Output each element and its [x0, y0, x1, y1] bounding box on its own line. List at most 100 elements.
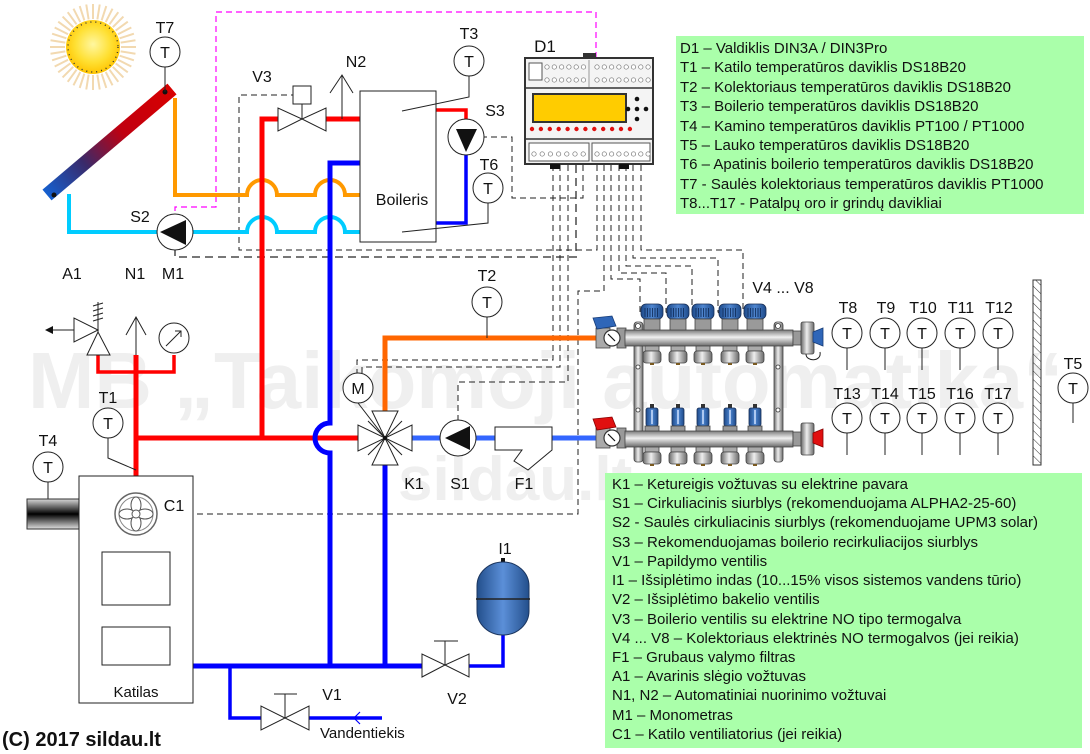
navigation-buttons — [625, 96, 649, 122]
terminal-screw — [551, 64, 557, 70]
collector-panel — [42, 83, 177, 201]
vessel-valve — [501, 558, 505, 563]
lcd-display — [532, 93, 627, 123]
thermometer-icon — [982, 317, 1014, 349]
temperature-sensor-t8: T8 T — [831, 300, 863, 370]
terminal-screw — [601, 77, 607, 83]
air-vent-n1: N1 — [125, 266, 147, 355]
pump-direction-icon — [456, 129, 477, 152]
collector-port — [51, 192, 57, 198]
sun-ray — [117, 26, 132, 36]
tank-label: Boileris — [376, 192, 428, 209]
legend-item: S3 – Rekomenduojamas boilerio recirkulia… — [612, 533, 978, 551]
sensor-symbol: T — [482, 295, 492, 312]
pump-s1: S1 — [439, 419, 477, 493]
legend-item: T3 – Boilerio temperatūros daviklis DS18… — [680, 98, 979, 116]
return-manifold-bar — [624, 430, 794, 448]
watermark-site: sildau.lt — [398, 445, 632, 514]
outlet-connector — [668, 345, 688, 366]
bracket-screw — [775, 407, 781, 413]
status-led — [609, 126, 615, 132]
terminal-screw — [580, 77, 587, 83]
valve-label: V1 — [322, 687, 342, 704]
end-fitting — [792, 431, 802, 447]
temperature-sensor-t2: T2 T — [471, 268, 503, 338]
filter-f1: F1 — [494, 426, 553, 493]
terminal-screw — [551, 77, 557, 83]
legend-item: D1 – Valdiklis DIN3A / DIN3Pro — [680, 40, 888, 57]
terminal-screw — [616, 77, 622, 83]
valve-icon — [277, 107, 304, 132]
sensor-symbol: T — [955, 326, 965, 343]
thermometer-icon — [472, 172, 504, 204]
legend-item: T8...T17 - Patalpų oro ir grindų davikli… — [680, 195, 942, 213]
wire-d1-s1 — [457, 165, 569, 420]
thermo-actuator-icon — [743, 303, 767, 331]
sun-ray — [50, 50, 66, 55]
safety-valve-icon — [86, 330, 111, 356]
terminal-screw — [601, 64, 607, 70]
copyright: (C) 2017 sildau.lt — [2, 729, 161, 751]
safety-group-pipe — [96, 355, 176, 374]
temperature-sensor-t3: T3 T — [401, 26, 485, 112]
sun-ray — [72, 8, 82, 23]
legend-item: M1 – Monometras — [612, 706, 733, 724]
sun-ray — [51, 32, 67, 40]
manometer-m1: M1 — [158, 266, 190, 354]
sensor-label: T5 — [1064, 356, 1083, 373]
terminal-screw — [594, 64, 600, 70]
legend-item: I1 – Išsiplėtimo indas (10...15% visos s… — [612, 572, 1022, 590]
terminal-screw — [544, 64, 550, 70]
terminal-screw — [645, 151, 651, 157]
vessel-label: I1 — [498, 541, 511, 558]
temperature-sensor-t5: T5 T — [1057, 356, 1089, 423]
terminal-screw — [630, 77, 637, 83]
thermometer-icon — [944, 317, 976, 349]
sensor-label: T11 — [948, 300, 974, 317]
sun-ray — [51, 54, 67, 62]
wire-d1-s2-solar — [174, 11, 597, 214]
thermo-actuator-icon — [691, 303, 715, 331]
outlet-connector — [693, 446, 713, 467]
terminal-screw — [623, 151, 629, 157]
terminal-screw — [638, 77, 644, 83]
terminal-screw — [556, 151, 562, 157]
strainer-icon — [494, 426, 553, 471]
vent-handle-blue — [812, 327, 824, 347]
valve-icon — [421, 653, 447, 678]
sun-ray — [100, 73, 108, 89]
sensor-symbol: T — [993, 326, 1003, 343]
air-vent-icon — [329, 74, 354, 119]
fan-icon — [114, 492, 158, 536]
sun-ray — [104, 8, 114, 23]
sensor-symbol: T — [993, 411, 1003, 428]
sensor-symbol: T — [842, 326, 852, 343]
cable-gland — [550, 164, 560, 169]
terminal-screw — [544, 77, 550, 83]
hot-riser-pipe — [259, 116, 278, 438]
status-led — [574, 126, 579, 132]
thermo-actuator-icon — [718, 303, 742, 331]
sensor-label: T15 — [908, 386, 936, 403]
status-led — [583, 126, 588, 132]
legend-item: T5 – Lauko temperatūros daviklis DS18B20 — [680, 136, 970, 154]
sun-ray — [57, 62, 71, 74]
thermometer-icon — [906, 317, 938, 349]
terminal-screw — [645, 77, 651, 83]
valve-icon — [300, 107, 327, 132]
legend-item: S1 – Cirkuliacinis siurblys (rekomenduoj… — [612, 495, 1017, 513]
motor-symbol: M — [351, 381, 364, 398]
legend-item: T4 – Kamino temperatūros daviklis PT100 … — [680, 117, 1025, 135]
sun-icon — [50, 4, 136, 90]
pump-label: S2 — [130, 209, 150, 226]
sensor-label: T1 — [99, 390, 118, 407]
solid-fuel-boiler: Katilas C1 — [78, 475, 194, 704]
wire-d1-k1-a — [356, 165, 554, 373]
temperature-sensor-t11: T11 T — [944, 300, 976, 370]
legend-item: V1 – Papildymo ventilis — [612, 552, 768, 570]
wire-d1-v3 — [238, 94, 598, 251]
dial-needle — [607, 433, 616, 442]
bracket-screw — [775, 364, 781, 370]
wire-d1-c1 — [157, 165, 605, 515]
terminal-screw — [638, 64, 644, 70]
